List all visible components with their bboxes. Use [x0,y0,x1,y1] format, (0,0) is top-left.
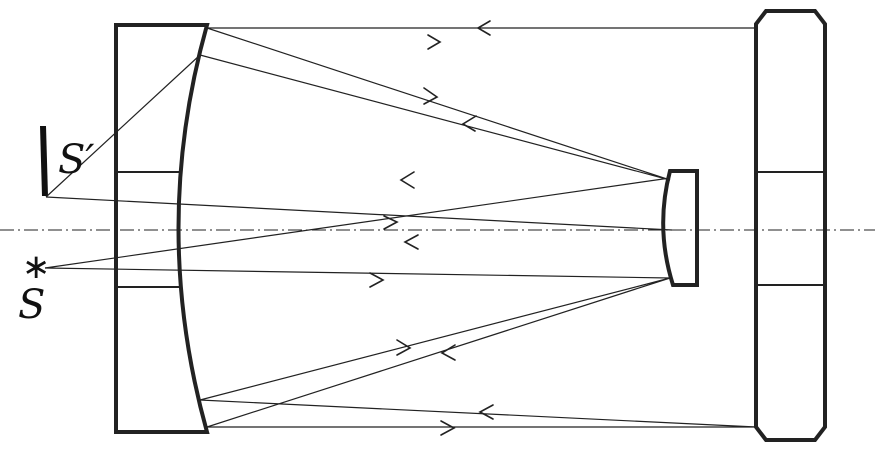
image-slit [40,126,48,196]
ray-bottom-return [199,277,671,401]
arrow-mid-right-2 [369,272,385,288]
arrow-mid-left-1 [399,171,415,189]
ray-top-to-secondary [206,27,671,181]
arrow-mid-right-1 [383,215,399,230]
source-star-icon: ∗ [22,247,51,287]
ray-top-to-slit [45,54,201,198]
primary-mirror [114,23,210,434]
ray-arrows [369,20,494,436]
arrow-bottom-right [440,420,456,436]
rays [44,27,757,428]
image-point-label: S′ [58,137,95,183]
arrow-top-left [476,20,491,36]
ray-bottom-to-secondary [206,277,671,428]
arrow-mid-left-2 [403,234,419,250]
arrow-bottom-left [478,404,494,420]
secondary-mirror [661,169,699,287]
source-point-label: S [18,282,46,328]
arrow-lower-right [396,339,412,356]
arrow-lower-left [440,344,456,361]
ray-source-upper [44,177,671,269]
ray-bottom-out [199,399,757,428]
arrow-upper-right [423,87,439,105]
arrow-upper-left [461,115,477,132]
corrector-plate [754,9,827,442]
ray-center-cross [45,196,673,231]
ray-source-lower [44,267,671,279]
arrow-top-right [427,34,442,50]
ray-top-return [199,54,671,181]
